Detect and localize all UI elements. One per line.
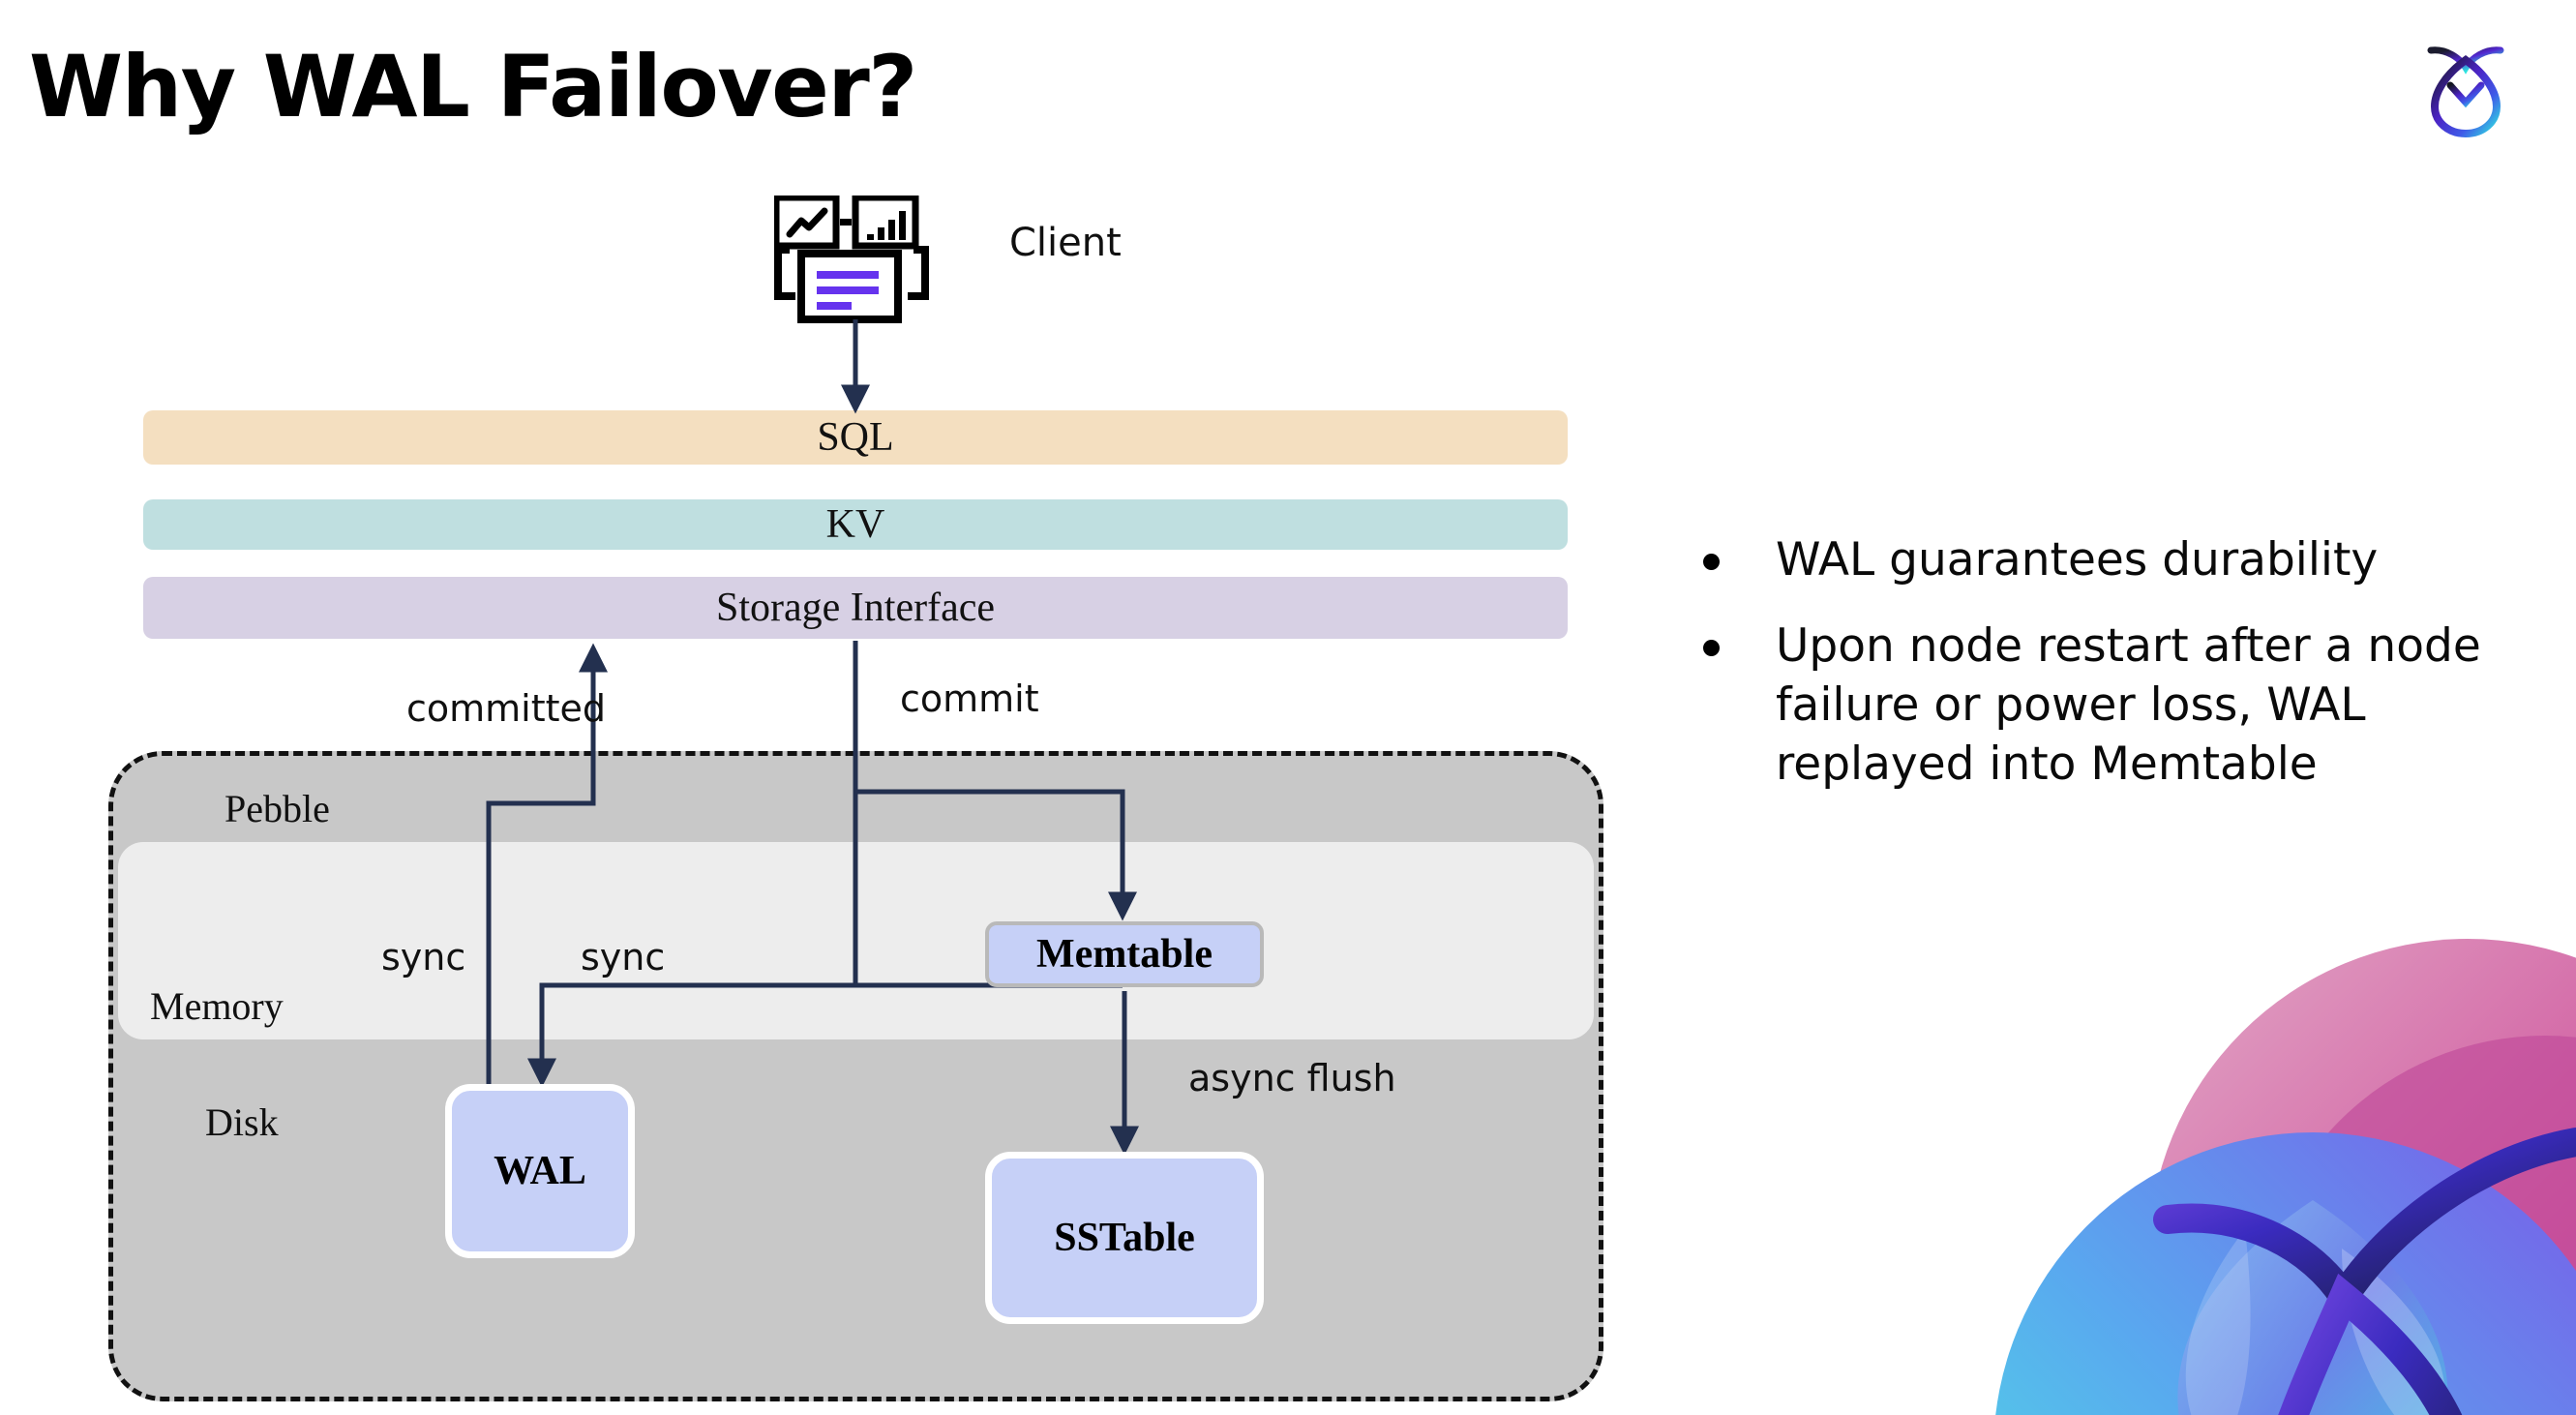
gradient-circles-artwork <box>1926 910 2576 1415</box>
edge-label-committed: committed <box>406 687 607 730</box>
bullet-list: WAL guarantees durability Upon node rest… <box>1703 530 2516 821</box>
layer-bar-sql: SQL <box>143 410 1568 465</box>
layer-bar-sql-label: SQL <box>817 415 894 460</box>
memory-label: Memory <box>150 984 284 1028</box>
list-item: Upon node restart after a node failure o… <box>1703 617 2516 794</box>
node-memtable-label: Memtable <box>1036 932 1213 977</box>
architecture-diagram: Client SQL KV Storage Interface Pebble M… <box>108 194 1603 1401</box>
disk-label: Disk <box>205 1100 279 1144</box>
layer-bar-kv: KV <box>143 499 1568 550</box>
node-sstable-label: SSTable <box>1054 1216 1195 1260</box>
layer-bar-kv-label: KV <box>825 502 885 547</box>
pebble-label: Pebble <box>225 787 330 830</box>
bullet-text: WAL guarantees durability <box>1776 533 2379 587</box>
memory-region <box>118 842 1594 1039</box>
node-wal: WAL <box>445 1084 635 1258</box>
edge-label-commit: commit <box>900 677 1039 720</box>
node-sstable: SSTable <box>985 1152 1264 1324</box>
cockroach-logo-icon <box>2408 25 2524 141</box>
node-memtable: Memtable <box>985 921 1264 987</box>
layer-bar-storage-interface: Storage Interface <box>143 577 1568 639</box>
bullet-dot-icon <box>1703 640 1720 657</box>
edge-label-async-flush: async flush <box>1188 1057 1396 1099</box>
page-title: Why WAL Failover? <box>29 37 917 136</box>
edge-label-sync-left: sync <box>381 936 466 978</box>
edge-label-sync-right: sync <box>581 936 666 978</box>
client-analytics-icon <box>772 194 929 323</box>
node-wal-label: WAL <box>494 1149 586 1193</box>
client-label: Client <box>1009 221 1122 265</box>
bullet-text: Upon node restart after a node failure o… <box>1776 619 2481 792</box>
bullet-dot-icon <box>1703 554 1720 570</box>
list-item: WAL guarantees durability <box>1703 530 2516 589</box>
layer-bar-storage-interface-label: Storage Interface <box>716 586 995 630</box>
